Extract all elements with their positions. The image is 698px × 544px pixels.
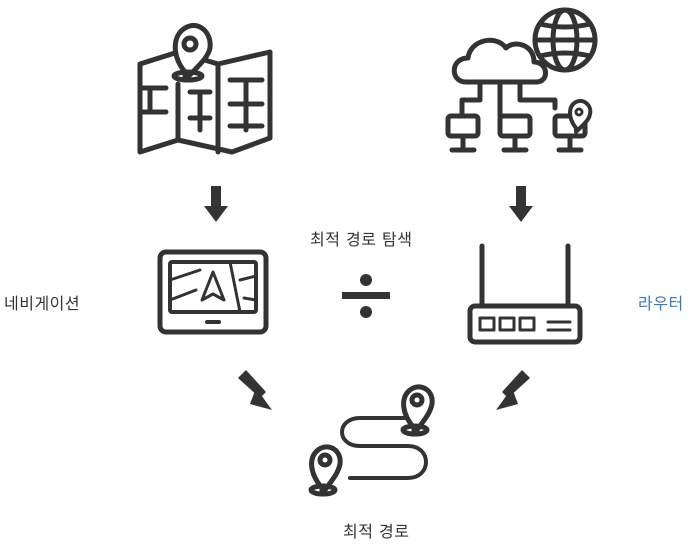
route-path-icon	[308, 384, 435, 497]
arrow-down-left	[204, 186, 228, 222]
navigation-device-icon	[157, 249, 269, 335]
center-label: 최적 경로 탐색	[310, 230, 413, 249]
router-label: 라우터	[638, 294, 684, 313]
map-pin-icon	[137, 23, 273, 155]
router-icon	[467, 243, 583, 345]
division-sign-icon	[342, 274, 390, 318]
arrow-down-right	[509, 186, 533, 222]
cloud-network-icon	[445, 7, 598, 153]
result-label: 최적 경로	[343, 522, 410, 541]
navigation-label: 네비게이션	[4, 294, 81, 313]
arrow-diagonal-right	[496, 370, 530, 410]
arrow-diagonal-left	[238, 370, 272, 410]
